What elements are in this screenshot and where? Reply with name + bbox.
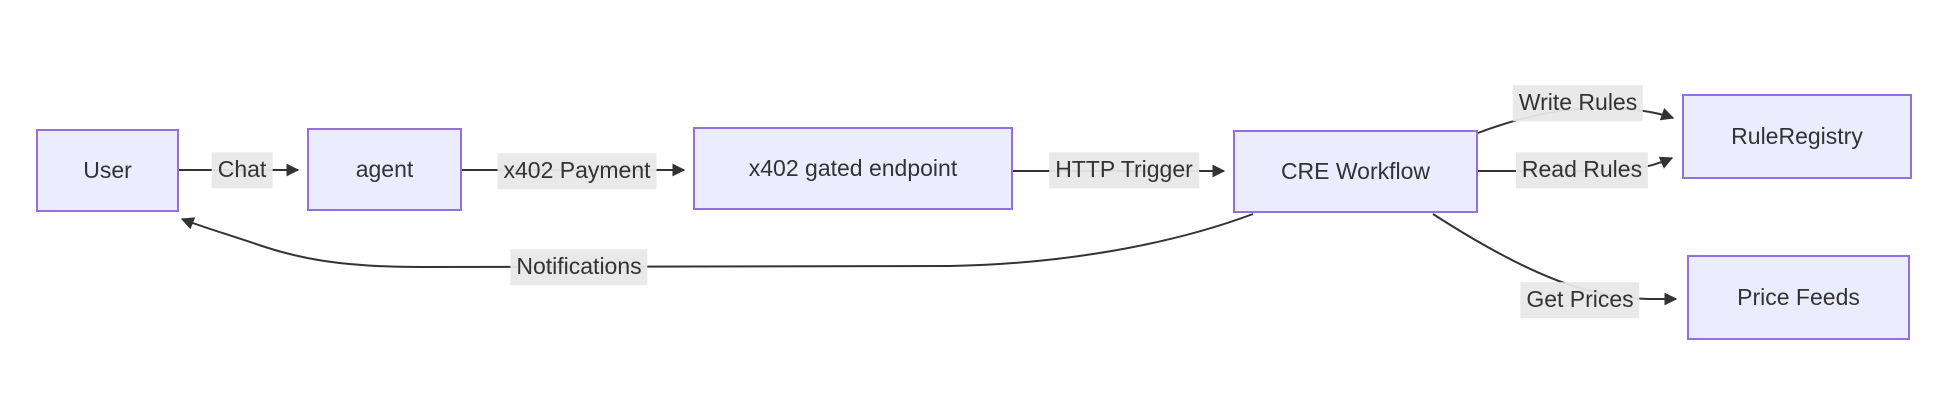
edge-label-notifications: Notifications bbox=[510, 249, 648, 285]
node-ruleregistry-label: RuleRegistry bbox=[1731, 123, 1863, 149]
node-ruleregistry: RuleRegistry bbox=[1682, 94, 1912, 179]
node-user-label: User bbox=[83, 157, 132, 183]
node-agent-label: agent bbox=[355, 156, 414, 182]
node-cre-workflow: CRE Workflow bbox=[1233, 130, 1478, 213]
edge-label-chat: Chat bbox=[211, 152, 273, 188]
node-agent: agent bbox=[307, 128, 462, 211]
node-x402-gated-endpoint-label: x402 gated endpoint bbox=[748, 155, 958, 181]
node-cre-workflow-label: CRE Workflow bbox=[1280, 158, 1431, 184]
edge-label-read-rules: Read Rules bbox=[1515, 152, 1649, 188]
edge-label-get-prices: Get Prices bbox=[1520, 282, 1640, 318]
node-user: User bbox=[36, 129, 179, 212]
edge-label-x402-payment: x402 Payment bbox=[497, 153, 657, 189]
node-price-feeds-label: Price Feeds bbox=[1737, 284, 1860, 310]
edge-label-http-trigger: HTTP Trigger bbox=[1049, 152, 1199, 188]
node-x402-gated-endpoint: x402 gated endpoint bbox=[693, 127, 1013, 210]
node-price-feeds: Price Feeds bbox=[1687, 255, 1910, 340]
edge-cre-user-notifications bbox=[180, 213, 1254, 269]
edge-label-write-rules: Write Rules bbox=[1512, 85, 1644, 121]
